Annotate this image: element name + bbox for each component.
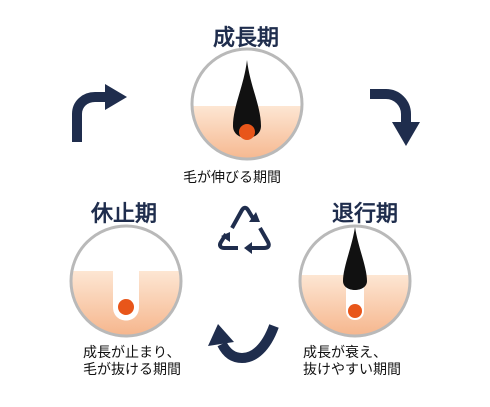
- dermal-papilla: [348, 304, 362, 318]
- curved-arrow-icon: [72, 84, 127, 142]
- dermal-papilla: [239, 124, 255, 140]
- hair-shape: [233, 60, 261, 138]
- growth-stage-diagram: [190, 47, 304, 161]
- recycle-icon: [218, 205, 271, 254]
- dermal-papilla: [118, 299, 134, 315]
- regression-caption-line-2: 抜けやすい期間: [303, 362, 401, 378]
- hair-shape: [343, 227, 367, 290]
- rest-caption-line-2: 毛が抜ける期間: [83, 362, 181, 378]
- regression-caption: 成長が衰え、 抜けやすい期間: [303, 345, 401, 379]
- rest-stage-diagram: [69, 224, 183, 338]
- regression-stage-diagram: [298, 224, 412, 338]
- regression-title: 退行期: [332, 202, 399, 227]
- regression-caption-line-1: 成長が衰え、: [303, 345, 387, 361]
- curved-arrow-icon: [370, 89, 420, 146]
- rest-title: 休止期: [91, 202, 158, 227]
- growth-title: 成長期: [213, 26, 280, 51]
- growth-caption-line: 毛が伸びる期間: [183, 170, 281, 186]
- rest-caption-line-1: 成長が止まり、: [83, 345, 181, 361]
- rest-caption: 成長が止まり、 毛が抜ける期間: [83, 345, 181, 379]
- growth-caption: 毛が伸びる期間: [183, 170, 281, 187]
- curved-arrow-icon: [208, 324, 279, 364]
